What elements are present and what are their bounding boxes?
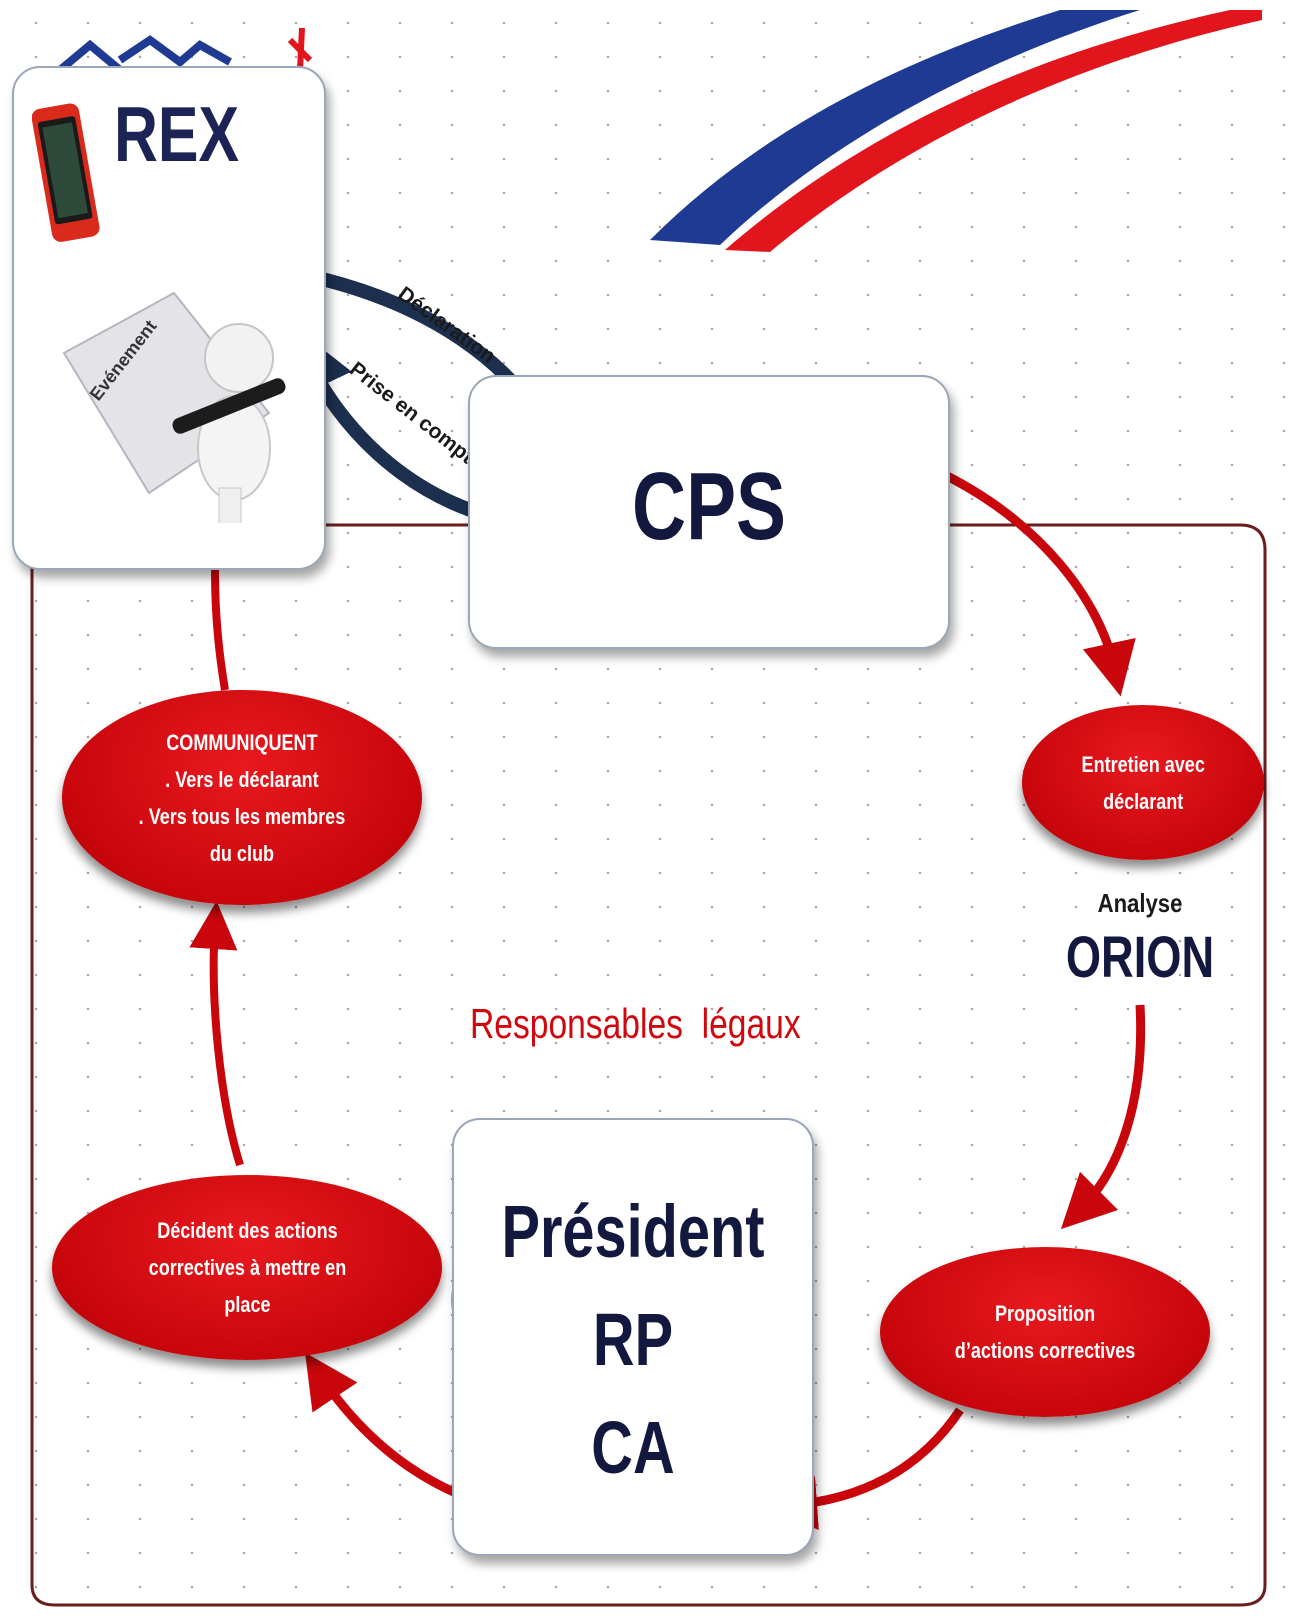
logo-fragment — [57, 35, 232, 74]
cps-label: CPS — [632, 453, 786, 560]
entretien-node: Entretien avec déclarant — [1022, 705, 1264, 860]
proposition-node: Proposition d’actions correctives — [880, 1247, 1210, 1417]
flag-swoosh-blue — [650, 10, 1140, 245]
ca-label: CA — [591, 1406, 675, 1489]
cps-box: CPS — [468, 375, 950, 649]
rex-label: REX — [114, 90, 240, 178]
analyse-label: Analyse — [1097, 888, 1183, 918]
person-writing-illustration — [62, 291, 286, 523]
communiquent-node: COMMUNIQUENT . Vers le déclarant . Vers … — [62, 690, 422, 905]
arrow-cps-to-entretien — [933, 465, 1136, 697]
rp-label: RP — [592, 1298, 674, 1381]
president-label: Président — [501, 1190, 765, 1273]
smartphone-icon — [32, 103, 100, 242]
arrow-decident-to-communiquent — [189, 901, 244, 1167]
arrow-proposition-to-president — [763, 1407, 964, 1530]
decident-node: Décident des actions correctives à mettr… — [52, 1175, 442, 1360]
rex-box: REX Evénement — [12, 66, 326, 570]
arrow-orion-to-proposition — [1060, 1004, 1146, 1230]
flag-swoosh-red — [725, 10, 1262, 252]
president-box: Président RP CA — [452, 1118, 814, 1556]
orion-label: ORION — [1065, 925, 1215, 990]
process-frame — [30, 523, 1267, 1607]
logo-fragment-red — [287, 27, 313, 71]
responsables-label: Responsables légaux — [470, 1000, 801, 1047]
